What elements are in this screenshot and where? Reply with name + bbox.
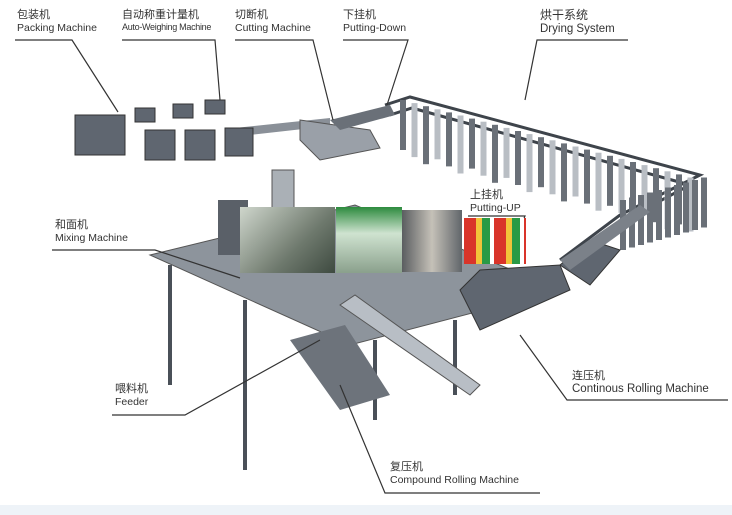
label-cn: 包装机 <box>17 9 50 21</box>
label-en: Putting-UP <box>470 201 521 214</box>
label-en: Packing Machine <box>17 21 97 34</box>
drying-hanger <box>446 112 452 167</box>
label-cn: 和面机 <box>55 219 88 231</box>
cutting-machine <box>299 119 381 161</box>
drying-hanger <box>630 162 636 220</box>
drying-hanger <box>607 155 613 206</box>
photo-products <box>464 218 526 264</box>
label-en: Mixing Machine <box>55 231 128 244</box>
compound-rolling-base <box>290 325 390 410</box>
drying-hanger <box>561 143 567 202</box>
drying-hanger <box>572 146 579 197</box>
label-en: Compound Rolling Machine <box>390 473 519 486</box>
label-cn: 切断机 <box>235 9 268 21</box>
drying-hanger <box>480 121 487 176</box>
leader-lines <box>15 39 728 494</box>
drying-hanger <box>411 103 418 158</box>
drying-hanger <box>595 152 602 211</box>
drying-hanger <box>423 106 429 165</box>
drying-hanger <box>492 124 498 183</box>
label-cn: 复压机 <box>390 461 423 473</box>
drying-hanger <box>656 190 662 240</box>
label-en: Feeder <box>115 395 149 408</box>
drying-hanger <box>457 115 464 174</box>
incline-conveyor <box>560 205 650 270</box>
drying-hanger <box>641 165 648 216</box>
drying-hanger <box>647 192 653 243</box>
label-cn: 连压机 <box>572 370 605 382</box>
label-en: Drying System <box>540 22 615 35</box>
label-cn: 喂料机 <box>115 383 148 395</box>
label-en: Cutting Machine <box>235 21 311 34</box>
label-cn: 烘干系统 <box>540 8 589 22</box>
drying-hanger <box>434 109 441 160</box>
photo-noodles <box>402 210 462 272</box>
packing-machines <box>74 99 254 161</box>
drying-hanger <box>701 177 707 228</box>
putting-down-machine <box>330 105 395 130</box>
photo-rolling <box>336 207 402 273</box>
drying-hanger <box>584 149 590 204</box>
drying-hanger <box>674 185 680 235</box>
bottom-band <box>0 505 732 515</box>
label-cn: 上挂机 <box>470 189 503 201</box>
label-cn: 自动称重计量机 <box>122 9 199 21</box>
photo-mixing <box>240 207 335 273</box>
drying-hanger <box>687 177 694 232</box>
label-en: Putting-Down <box>343 21 407 34</box>
drying-hanger <box>665 187 671 238</box>
drying-hanger <box>400 100 406 150</box>
label-en: Continous Rolling Machine <box>572 382 709 395</box>
drying-hanger <box>618 158 625 213</box>
drying-hanger <box>526 134 533 193</box>
drying-hanger <box>469 118 475 169</box>
continuous-rolling-machines <box>459 239 621 331</box>
drying-hanger <box>549 140 556 195</box>
drying-hanger <box>638 195 644 245</box>
label-en: Auto-Weighing Machine <box>122 21 212 32</box>
drying-hanger <box>683 182 689 233</box>
drying-hanger <box>515 131 521 185</box>
label-cn: 下挂机 <box>343 9 376 21</box>
stairs <box>339 294 481 396</box>
drying-hanger <box>692 180 698 230</box>
drying-hanger <box>503 127 510 178</box>
drying-hanger <box>538 137 544 188</box>
